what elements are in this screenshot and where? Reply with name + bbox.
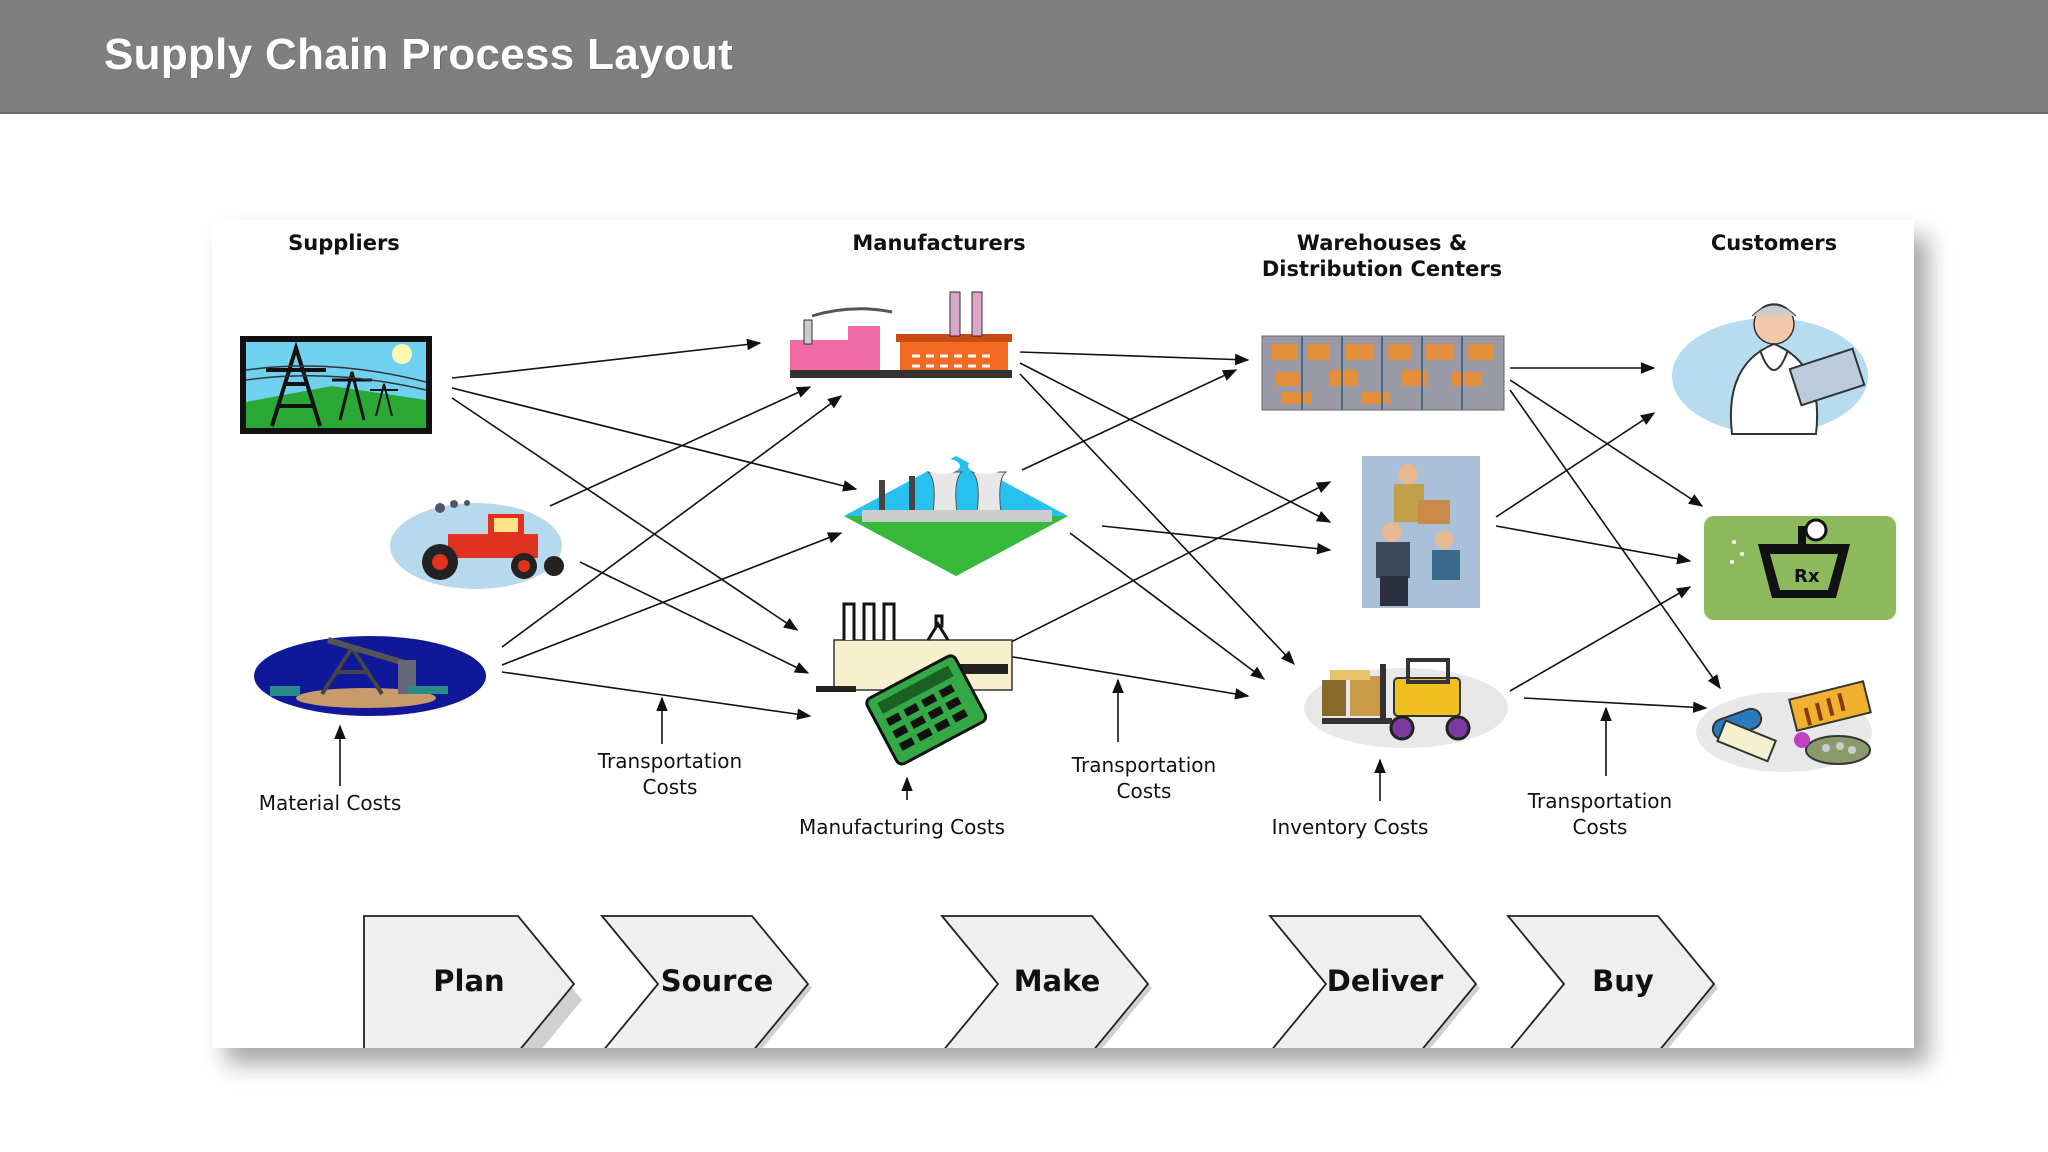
flow-arrow: [451, 338, 762, 379]
doctor-icon: [1672, 303, 1868, 435]
flow-arrow: [1069, 532, 1266, 680]
page-title: Supply Chain Process Layout: [104, 30, 734, 79]
chevron-label-make: Make: [1013, 964, 1101, 998]
flow-arrow: [1495, 412, 1656, 518]
chevron-label-buy: Buy: [1592, 964, 1654, 998]
column-heading-manufacturers: Manufacturers: [852, 231, 1026, 255]
tractor-icon: [390, 500, 564, 589]
flow-arrow: [1019, 373, 1295, 666]
pharmacy-icon: Rx: [1704, 516, 1896, 620]
medicine-icon: [1696, 680, 1872, 772]
power-plant-icon: [844, 456, 1068, 576]
flow-arrow: [501, 671, 812, 720]
flow-arrow: [1019, 351, 1250, 366]
flow-arrow: [579, 561, 810, 674]
chevron-label-deliver: Deliver: [1326, 964, 1444, 998]
flow-arrow: [1006, 481, 1332, 645]
chevron-make[interactable]: [940, 915, 1152, 1048]
flow-arrow: [451, 397, 799, 631]
flow-arrow: [501, 395, 843, 648]
flow-arrow: [1019, 362, 1332, 523]
cost-label-manufacturing: Manufacturing Costs: [798, 815, 1006, 839]
chevron-label-plan: Plan: [433, 964, 505, 998]
flow-arrow: [1006, 655, 1250, 700]
process-chevrons: [363, 915, 1718, 1048]
flow-arrows: [334, 338, 1721, 801]
flow-arrow: [1101, 525, 1332, 555]
column-heading-warehouses: Warehouses & Distribution Centers: [1261, 231, 1503, 281]
workers-icon: [1362, 456, 1480, 608]
diagram-panel: Rx: [212, 220, 1914, 1048]
svg-text:Rx: Rx: [1794, 566, 1820, 587]
cost-label-transportation-3: Transportation Costs: [1527, 789, 1673, 839]
title-bar: Supply Chain Process Layout: [0, 0, 2048, 114]
flow-arrow: [1523, 697, 1708, 714]
flow-arrow: [451, 387, 858, 492]
cost-label-transportation-2: Transportation Costs: [1071, 753, 1217, 803]
chevron-buy[interactable]: [1506, 915, 1718, 1048]
cost-label-inventory: Inventory Costs: [1271, 815, 1429, 839]
forklift-icon: [1304, 658, 1508, 748]
chevron-plan[interactable]: [363, 915, 582, 1048]
flow-arrow: [1509, 379, 1704, 507]
flow-arrow: [549, 386, 812, 507]
factory-icon: [790, 291, 1012, 378]
column-heading-customers: Customers: [1710, 231, 1838, 255]
cost-label-transportation-1: Transportation Costs: [597, 749, 743, 799]
warehouse-shelves-icon: [1261, 335, 1505, 411]
flow-arrow: [1509, 389, 1721, 690]
calculator-factory-icon: [816, 602, 1013, 766]
diagram-canvas: Rx: [240, 291, 1896, 1048]
chevron-label-source: Source: [660, 964, 774, 998]
oil-pump-icon: [254, 636, 486, 716]
flow-arrow: [1021, 369, 1238, 471]
column-heading-suppliers: Suppliers: [288, 231, 400, 255]
flow-arrow: [501, 532, 843, 666]
flow-arrow: [1495, 525, 1692, 565]
chevron-source[interactable]: [600, 915, 812, 1048]
flow-arrow: [1509, 586, 1692, 692]
power-tower-icon: [240, 336, 432, 434]
cost-label-material: Material Costs: [258, 791, 402, 815]
chevron-deliver[interactable]: [1268, 915, 1480, 1048]
